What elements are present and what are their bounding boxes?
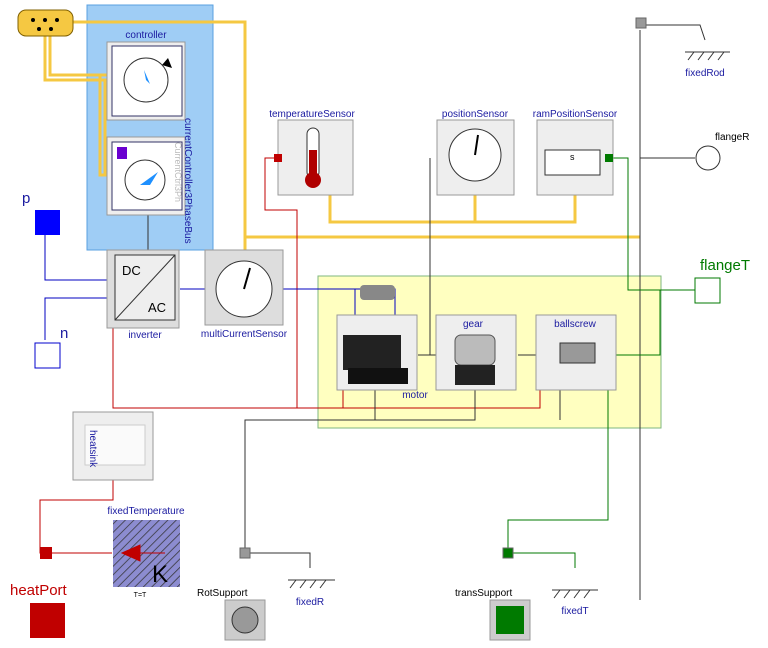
dc-label: DC xyxy=(122,263,141,278)
fixed-temperature-label: fixedTemperature xyxy=(107,506,185,517)
n-label: n xyxy=(60,325,68,342)
ctrl3ph-label: CurrentCtrl3Ph xyxy=(173,142,183,202)
position-sensor-label: positionSensor xyxy=(442,109,509,120)
bus-connector-icon[interactable] xyxy=(17,9,74,37)
flange-port[interactable] xyxy=(605,154,613,162)
fixed-rod-ground-icon xyxy=(685,51,730,61)
heat-port-label: heatPort xyxy=(10,582,68,599)
translational-lines xyxy=(507,157,695,568)
flange-r[interactable] xyxy=(695,145,721,171)
bus-label: currentController3PhaseBus xyxy=(182,118,193,244)
t-eq-label: T=T xyxy=(134,592,147,599)
heat-port[interactable] xyxy=(30,603,65,638)
flange-t[interactable] xyxy=(694,277,721,304)
ballscrew-label: ballscrew xyxy=(554,319,596,330)
motor-label: motor xyxy=(402,390,428,401)
inverter-label: inverter xyxy=(128,330,162,341)
heat-lines xyxy=(39,157,541,554)
fixed-r-ground-icon xyxy=(288,579,335,589)
pin-p[interactable] xyxy=(35,210,60,235)
trans-support-label: transSupport xyxy=(455,588,512,599)
ac-label: AC xyxy=(148,300,166,315)
flange-r-label: flangeR xyxy=(715,132,749,143)
controller-label: controller xyxy=(125,30,167,41)
ram-symbol: s xyxy=(570,152,575,162)
flange-t-label: flangeT xyxy=(700,257,750,274)
multi-current-sensor-label: multiCurrentSensor xyxy=(201,329,288,340)
pin-n[interactable] xyxy=(34,342,61,369)
p-label: p xyxy=(22,190,30,207)
kelvin-label: K xyxy=(152,561,168,588)
fixed-rod-label: fixedRod xyxy=(685,68,724,79)
fixed-rod-port[interactable] xyxy=(635,17,647,29)
heat-port-node xyxy=(40,547,52,559)
temperature-sensor-label: temperatureSensor xyxy=(269,109,355,120)
fixed-t-label: fixedT xyxy=(561,606,588,617)
ram-position-sensor-label: ramPositionSensor xyxy=(533,109,618,120)
gear-label: gear xyxy=(463,319,484,330)
fixed-t-ground-icon xyxy=(552,589,598,599)
fixed-r-label: fixedR xyxy=(296,597,324,608)
motor-terminal xyxy=(360,285,395,300)
mechanical-lines xyxy=(147,24,706,600)
heat-port[interactable] xyxy=(274,154,282,162)
heatsink-label: heatsink xyxy=(87,430,98,468)
rot-support-label: RotSupport xyxy=(197,588,248,599)
